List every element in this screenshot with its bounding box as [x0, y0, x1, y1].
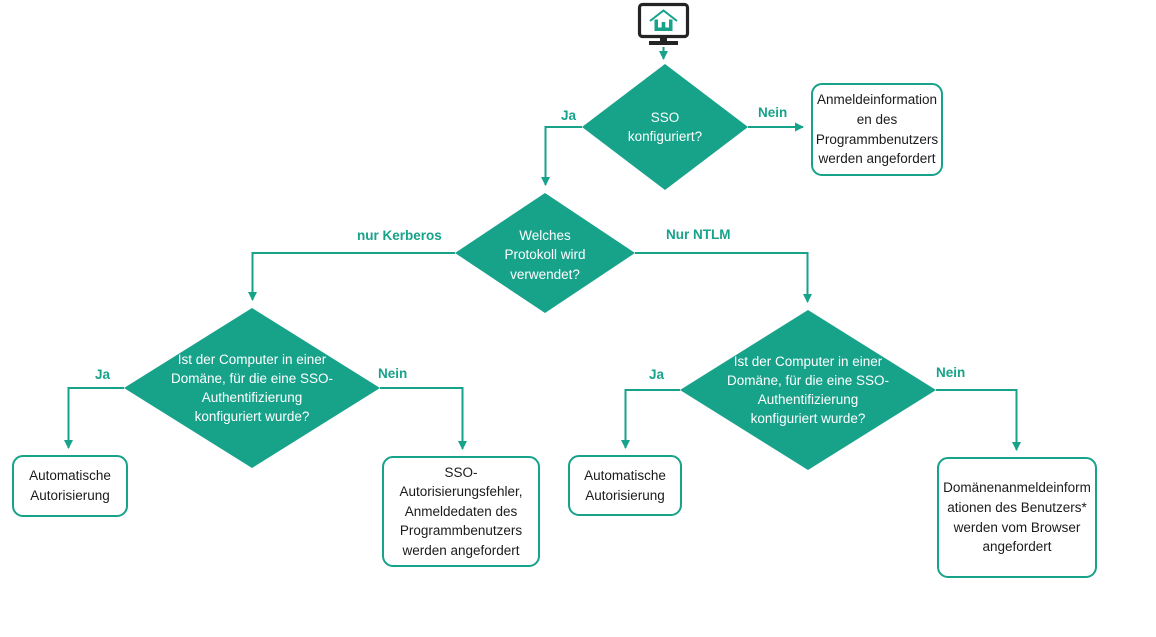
edge-kerberos-ja [64, 387, 124, 449]
edge-label-sso-nein: Nein [758, 105, 788, 120]
node-program-user-credentials: Anmeldeinformation en des Programmbenutz… [811, 83, 943, 176]
edge-label-ntlm-nein: Nein [936, 365, 966, 380]
edge-label-sso-ja: Ja [561, 108, 577, 123]
monitor-stand [660, 36, 667, 42]
edge-sso-ja [541, 126, 582, 186]
monitor-base [649, 41, 678, 45]
edge-label-kerberos-nein: Nein [378, 366, 408, 381]
computer-home-icon [637, 2, 690, 45]
edge-protocol-kerberos [248, 252, 455, 301]
home-glyph [649, 9, 678, 31]
node-sso-auth-error: SSO- Autorisierungsfehler, Anmeldedaten … [382, 456, 540, 567]
diamond-which-protocol [455, 193, 635, 313]
node-auto-auth-kerberos: Automatische Autorisierung [12, 455, 128, 517]
edge-ntlm-ja [621, 389, 680, 449]
node-auto-auth-ntlm: Automatische Autorisierung [568, 455, 682, 516]
edge-kerberos-nein [380, 387, 467, 450]
diamond-domain-check-ntlm [680, 310, 936, 470]
edge-protocol-ntlm [635, 252, 812, 303]
diamond-sso-configured [582, 64, 748, 190]
edge-label-ntlm-ja: Ja [649, 367, 665, 382]
edge-label-protocol-ntlm: Nur NTLM [666, 227, 731, 242]
diamond-domain-check-kerberos [124, 308, 380, 468]
edge-ntlm-nein [936, 389, 1021, 451]
node-domain-credentials-browser: Domänenanmeldeinform ationen des Benutze… [937, 457, 1097, 578]
edge-label-kerberos-ja: Ja [95, 367, 111, 382]
edge-label-protocol-kerberos: nur Kerberos [357, 228, 442, 243]
